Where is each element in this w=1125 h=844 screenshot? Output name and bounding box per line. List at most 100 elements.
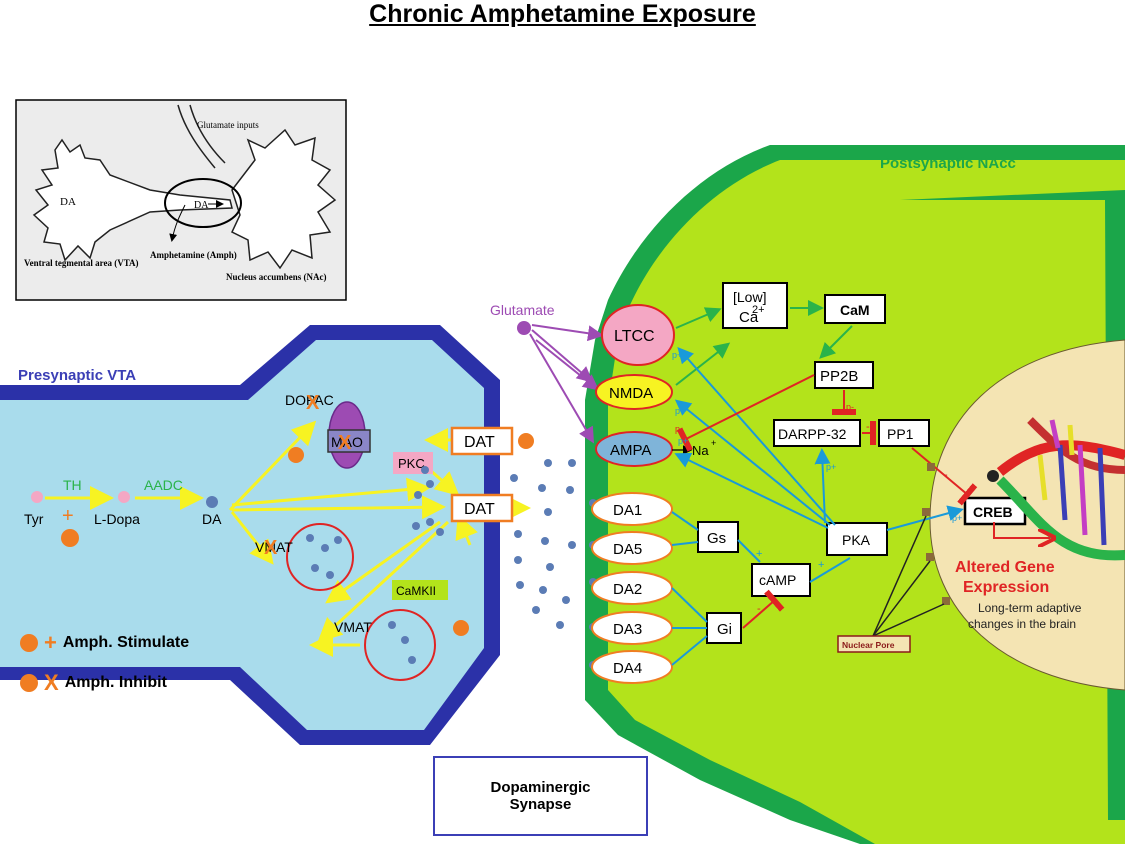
ltcc-label: LTCC — [614, 328, 655, 345]
p-plus-pka: p+ — [826, 462, 836, 472]
x-icon: X — [44, 670, 59, 695]
nmda-label: NMDA — [609, 385, 653, 402]
pka-label: PKA — [842, 532, 871, 548]
presynaptic-label: Presynaptic VTA — [18, 367, 136, 384]
postsynaptic-label: Postsynaptic NAcc — [880, 155, 1016, 172]
inset-da-soma: DA — [60, 196, 76, 208]
da5-label: DA5 — [613, 541, 642, 558]
dat-top-label: DAT — [464, 434, 495, 451]
gene-expression-arrow — [993, 522, 1050, 538]
darpp32-box — [773, 419, 861, 447]
inset-da-terminal: DA — [194, 200, 209, 211]
da-label: DA — [202, 511, 222, 527]
nuclear-pores: Nuclear Pore — [837, 463, 950, 653]
cam-box — [824, 294, 886, 324]
mao-inhibit-x: X — [338, 432, 352, 454]
pp1-box — [878, 419, 930, 447]
camkii-label: CaMKII — [396, 584, 436, 598]
low-ca-box — [722, 282, 788, 329]
longterm-line2: changes in the brain — [968, 617, 1076, 631]
low-label: [Low] — [733, 289, 766, 305]
da1-receptor — [591, 492, 673, 526]
orange-dot-icon — [20, 674, 38, 692]
dopamine-synthesis-pathway: Tyr TH + L-Dopa AADC DA — [24, 477, 222, 547]
glutamate-label: Glutamate — [490, 302, 555, 318]
da3-label: DA3 — [613, 621, 642, 638]
pp2b-label: PP2B — [820, 368, 858, 385]
legend-stimulate-label: Amph. Stimulate — [62, 634, 190, 651]
longterm-line1: Long-term adaptive — [978, 601, 1082, 615]
plus-icon: + — [44, 630, 57, 655]
phospho-marks: p+ p+ p- p+ p- p+ p+ - - + + - — [672, 350, 962, 615]
legend-inhibit: X Amph. Inhibit — [20, 670, 167, 695]
gs-label: Gs — [707, 530, 726, 547]
signaling-molecules: [Low] Ca 2+ CaM PP2B DARPP-32 PP1 Gs Gi … — [697, 282, 1027, 644]
p-plus-nmda: p+ — [675, 406, 685, 416]
dat-mid-label: DAT — [464, 501, 495, 518]
legend-inhibit-label: Amph. Inhibit — [64, 674, 167, 691]
inset-glutamate-inputs: Glutamate inputs — [197, 120, 259, 130]
altered-gene-line2: Expression — [963, 579, 1049, 596]
minus-creb: - — [944, 469, 948, 481]
aadc-label: AADC — [144, 477, 183, 493]
amph-dot-th — [61, 529, 79, 547]
vmat-1-label: VMAT — [255, 539, 293, 555]
ca-label: Ca — [739, 309, 759, 326]
pka-box — [826, 522, 888, 556]
dopac-inhibit-x: X — [306, 392, 320, 414]
dopac-label: DOPAC — [285, 392, 334, 408]
inset-vta-label: Ventral tegmental area (VTA) — [24, 258, 139, 268]
da-dot — [206, 496, 218, 508]
blue-arrows — [671, 347, 964, 666]
na-superscript: + — [711, 438, 716, 448]
tyr-label: Tyr — [24, 511, 44, 527]
p-plus-ampa: p+ — [678, 436, 688, 446]
legend-stimulate: + Amph. Stimulate — [20, 630, 190, 655]
pp2b-box — [814, 361, 874, 389]
nuclear-pore-label: Nuclear Pore — [842, 640, 895, 650]
amph-dot-mao — [288, 447, 304, 463]
tyr-dot — [31, 491, 43, 503]
mao-label: MAO — [331, 434, 363, 450]
da4-label: DA4 — [613, 660, 642, 677]
creb-label: CREB — [973, 504, 1013, 520]
vmat-2-label: VMAT — [334, 619, 372, 635]
camp-label: cAMP — [759, 572, 796, 588]
camkii-box — [392, 580, 448, 600]
da4-receptor — [591, 650, 673, 684]
orange-dot-icon — [20, 634, 38, 652]
ampa-receptor — [595, 431, 673, 467]
da5-receptor — [591, 531, 673, 565]
glutamate-signals: Glutamate — [490, 302, 604, 444]
ldopa-dot — [118, 491, 130, 503]
ldopa-label: L-Dopa — [94, 511, 140, 527]
altered-gene-line1: Altered Gene — [955, 559, 1055, 576]
na-label: Na — [692, 443, 709, 458]
nmda-receptor — [595, 374, 673, 410]
plus-pka: + — [818, 559, 824, 571]
amph-dot-dat — [518, 433, 534, 449]
p-minus-nmda: p- — [675, 424, 683, 434]
inset-figure: DA DA Glutamate inputs Ventral tegmental… — [15, 99, 347, 301]
dat-mid-box — [450, 493, 514, 523]
da2-label: DA2 — [613, 581, 642, 598]
pp1-label: PP1 — [887, 426, 914, 442]
green-arrows — [675, 300, 853, 386]
glutamate-dot — [517, 321, 531, 335]
th-stimulate-plus: + — [62, 505, 74, 527]
inset-amph-label: Amphetamine (Amph) — [150, 250, 237, 260]
red-inhibition — [676, 374, 978, 629]
plus-gs: + — [756, 548, 762, 560]
dat-top-box — [450, 426, 514, 456]
minus-pp1: - — [866, 421, 870, 433]
dopaminergic-synapse-box: Dopaminergic Synapse — [433, 756, 648, 836]
ltcc-receptor — [601, 304, 675, 366]
da1-label: DA1 — [613, 502, 642, 519]
p-plus-ltcc: p+ — [672, 350, 682, 360]
mao-complex: MAO X DOPAC X — [285, 392, 371, 469]
darpp32-label: DARPP-32 — [778, 426, 847, 442]
vesicles: VMAT X VMAT CaMKII — [255, 523, 469, 681]
amph-dot-camkii — [453, 620, 469, 636]
p-minus-darpp: p- — [846, 402, 854, 412]
